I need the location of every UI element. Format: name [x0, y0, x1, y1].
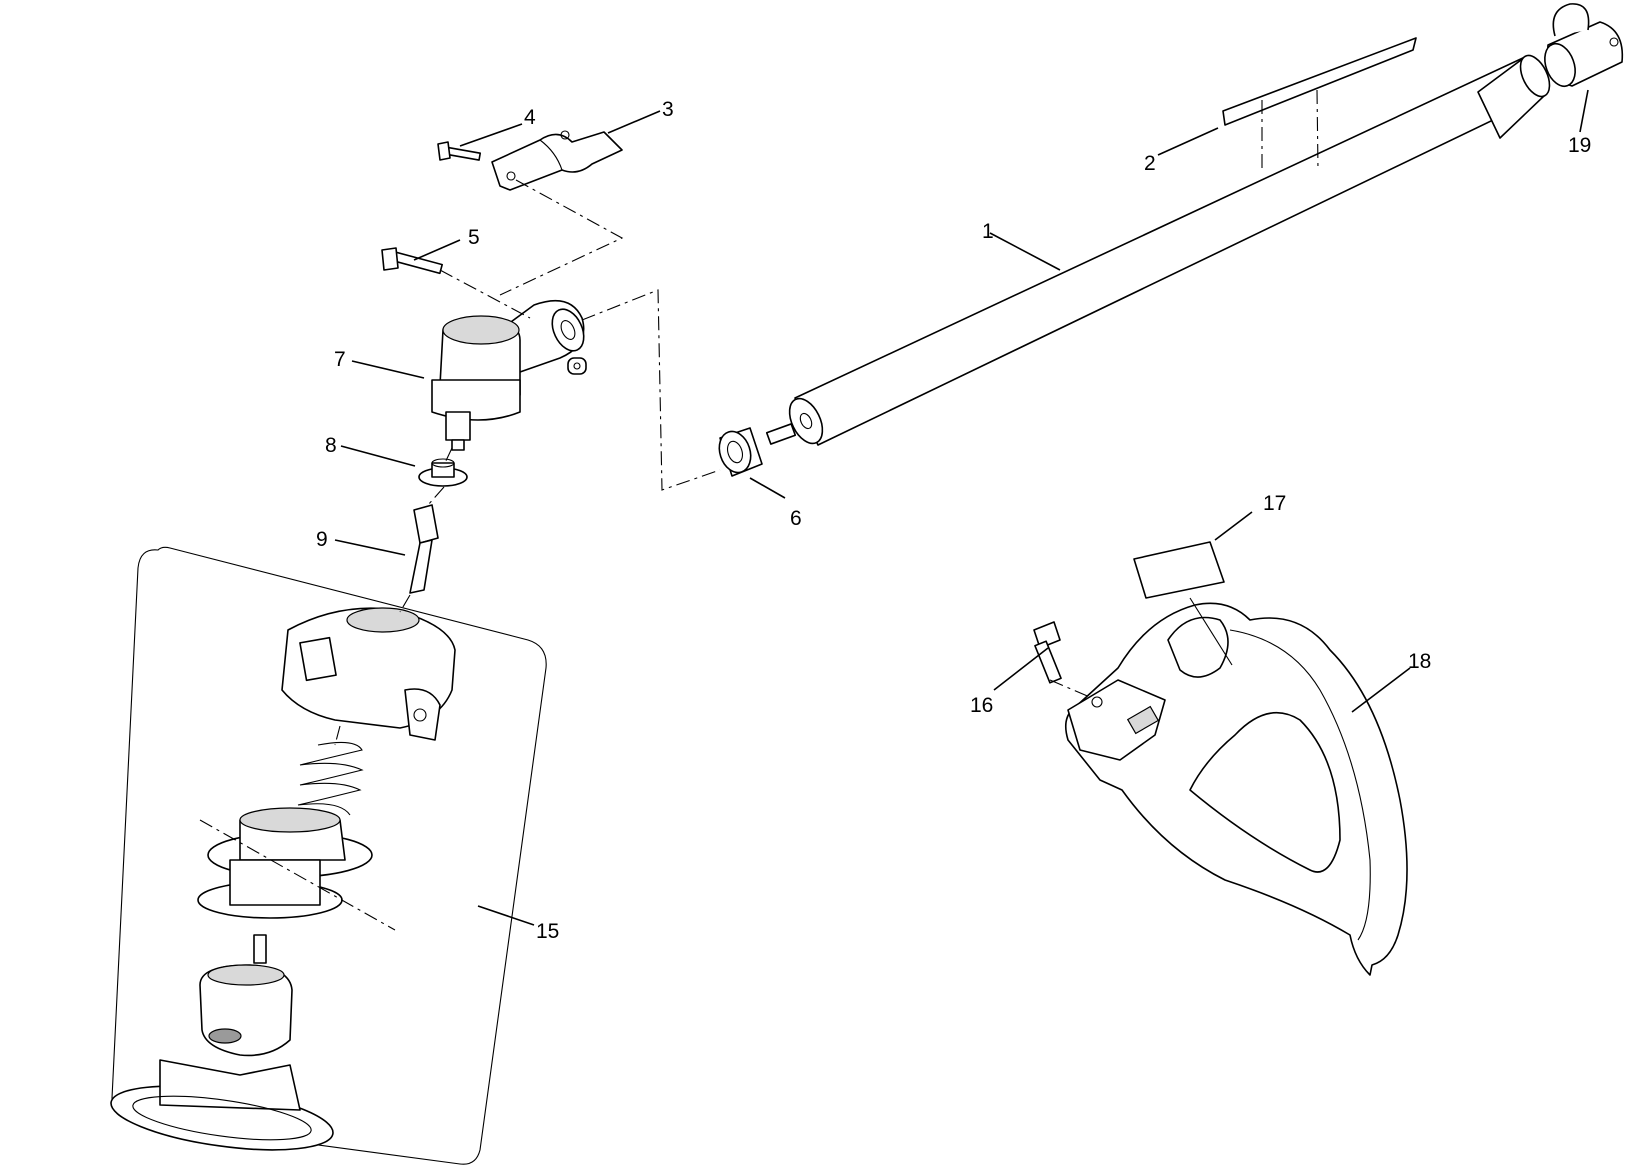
callout-6: 6 — [790, 507, 802, 530]
guard-screw — [1033, 621, 1062, 684]
bushing — [718, 427, 763, 477]
guard — [1064, 602, 1408, 976]
callout-15: 15 — [536, 920, 559, 943]
callout-18: 18 — [1408, 650, 1431, 673]
callout-3: 3 — [662, 98, 674, 121]
callout-9: 9 — [316, 528, 328, 551]
callout-7: 7 — [334, 348, 346, 371]
leader-lines — [334, 89, 1589, 926]
trimmer-head-assembly — [110, 546, 547, 1165]
guard-label — [1133, 541, 1233, 666]
callout-5: 5 — [468, 226, 480, 249]
assembly-dashed-lines — [334, 100, 1263, 746]
shaft-end-cap — [1544, 3, 1624, 88]
callout-17: 17 — [1263, 492, 1286, 515]
shaft-decal — [1222, 37, 1417, 171]
callout-2: 2 — [1144, 152, 1156, 175]
gearhead — [431, 299, 587, 451]
callout-1: 1 — [982, 220, 994, 243]
bracket — [491, 130, 623, 191]
shaft-tube — [765, 54, 1551, 446]
callout-4: 4 — [524, 106, 536, 129]
bracket-screw — [437, 141, 482, 161]
callout-8: 8 — [325, 434, 337, 457]
callout-19: 19 — [1568, 134, 1591, 157]
adapter — [409, 504, 439, 594]
washer — [418, 458, 468, 487]
callout-16: 16 — [970, 694, 993, 717]
